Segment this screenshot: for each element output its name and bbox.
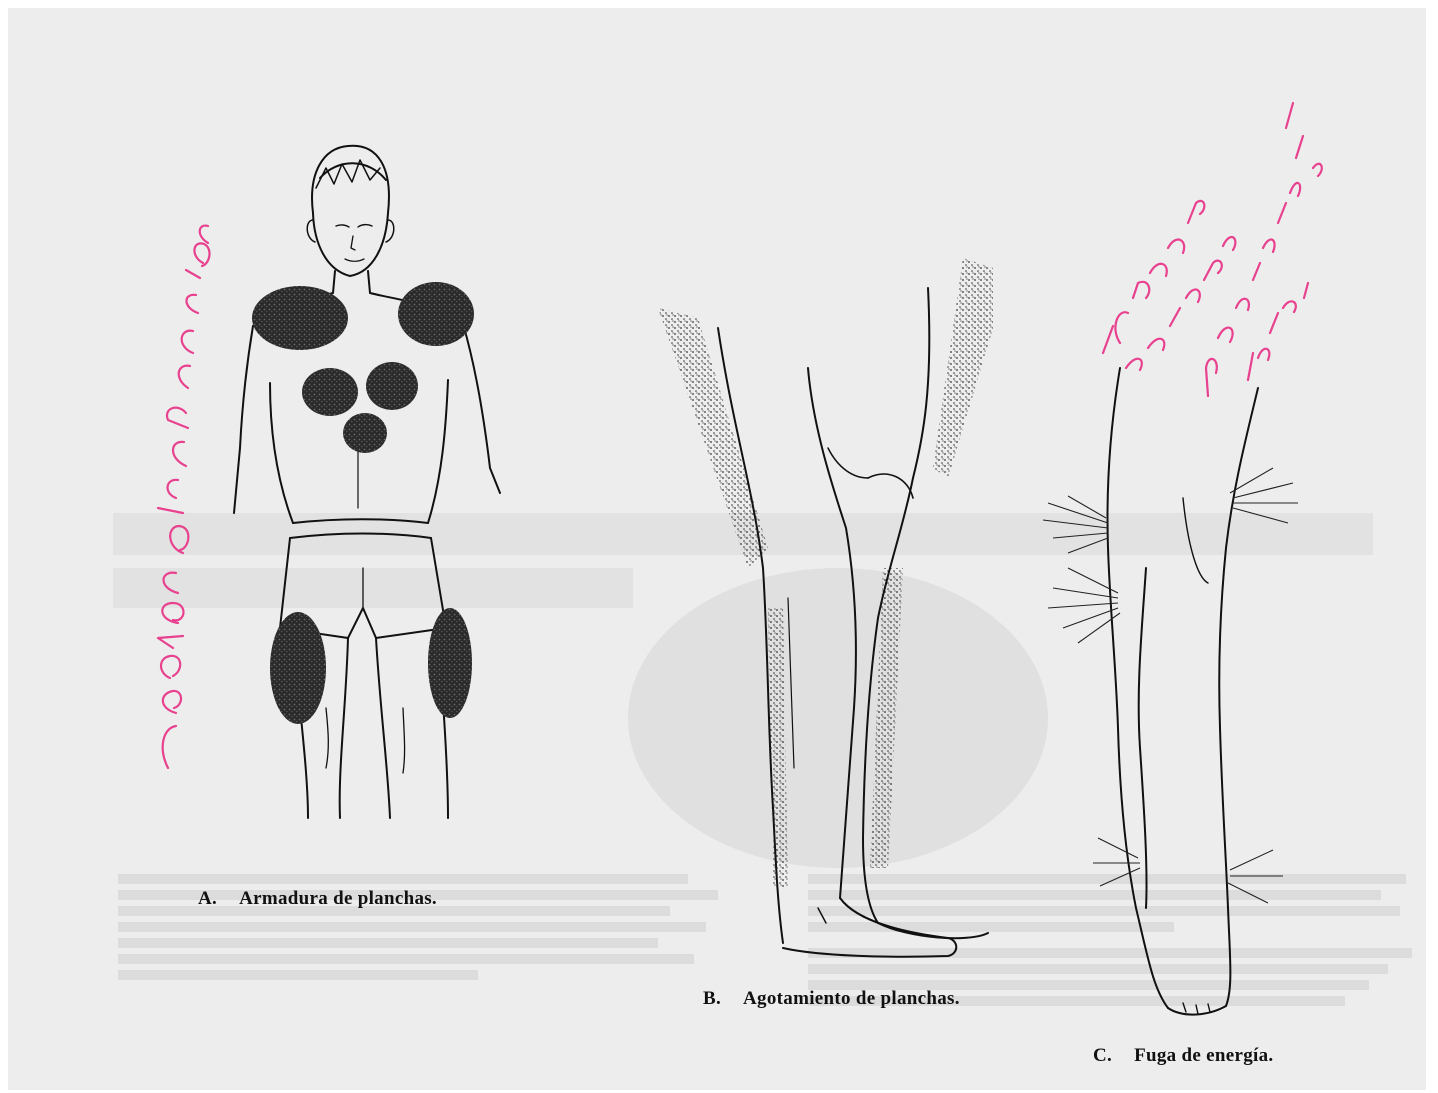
figure-c-caption-text: Fuga de energía. <box>1134 1045 1273 1066</box>
figure-c-leaking-legs <box>1108 368 1259 1015</box>
figure-c-letter: C. <box>1093 1045 1112 1067</box>
figure-a-caption-text: Armadura de planchas. <box>239 888 437 909</box>
handwritten-note-right <box>1103 103 1322 396</box>
figure-b-letter: B. <box>703 988 721 1010</box>
illustration-layer <box>8 8 1426 1090</box>
figure-c-caption: C. Fuga de energía. <box>1093 1045 1273 1067</box>
figure-c-energy-rays <box>1043 468 1298 903</box>
figure-a-caption: A. Armadura de planchas. <box>198 888 437 910</box>
figure-a-armored-body <box>234 146 500 818</box>
figure-a-letter: A. <box>198 888 217 910</box>
page-scan: A. Armadura de planchas. B. Agotamiento de… <box>8 8 1426 1090</box>
figure-b-sparse-stipple <box>658 258 993 888</box>
figure-b-caption-text: Agotamiento de planchas. <box>743 988 960 1009</box>
handwritten-note-left <box>158 226 210 768</box>
figure-b-caption: B. Agotamiento de planchas. <box>703 988 960 1010</box>
